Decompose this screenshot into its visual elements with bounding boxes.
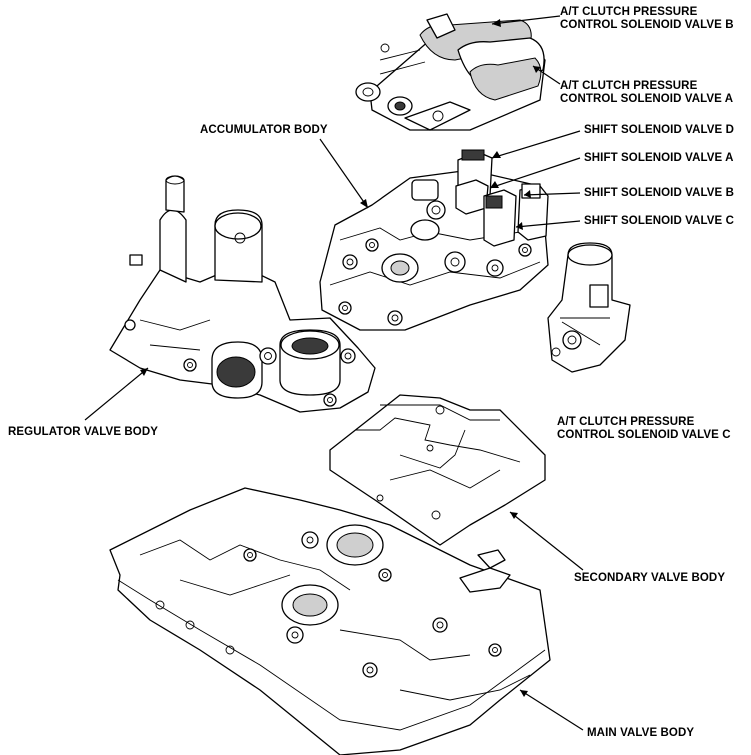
label-clutch-pressure-solenoid-c: A/T CLUTCH PRESSURE CONTROL SOLENOID VAL… bbox=[557, 416, 731, 442]
label-ccv-c-line1: A/T CLUTCH PRESSURE bbox=[557, 416, 695, 428]
label-ccv-b-line2: CONTROL SOLENOID VALVE B bbox=[560, 19, 734, 31]
label-accumulator-body: ACCUMULATOR BODY bbox=[200, 124, 328, 136]
label-shift-solenoid-d: SHIFT SOLENOID VALVE D bbox=[584, 124, 735, 136]
clutch-pressure-solenoid-ab bbox=[355, 13, 546, 131]
label-ccv-c-line2: CONTROL SOLENOID VALVE C bbox=[557, 429, 731, 441]
label-ccv-b-line1: A/T CLUTCH PRESSURE bbox=[560, 6, 698, 18]
regulator-valve-body-drawing bbox=[109, 175, 376, 413]
label-ccv-a-line1: A/T CLUTCH PRESSURE bbox=[560, 80, 698, 92]
leader-lines bbox=[84, 15, 584, 731]
label-shift-solenoid-b: SHIFT SOLENOID VALVE B bbox=[584, 187, 735, 199]
label-shift-solenoid-c: SHIFT SOLENOID VALVE C bbox=[584, 215, 735, 227]
accumulator-body-drawing bbox=[319, 149, 549, 331]
clutch-pressure-solenoid-c bbox=[547, 242, 631, 373]
label-clutch-pressure-solenoid-b: A/T CLUTCH PRESSURE CONTROL SOLENOID VAL… bbox=[560, 6, 734, 32]
leader-arrowheads bbox=[140, 19, 541, 697]
label-shift-solenoid-a: SHIFT SOLENOID VALVE A bbox=[584, 152, 734, 164]
label-secondary-valve-body: SECONDARY VALVE BODY bbox=[574, 572, 726, 584]
secondary-valve-body-drawing bbox=[329, 394, 546, 546]
label-regulator-valve-body: REGULATOR VALVE BODY bbox=[8, 426, 159, 438]
label-ccv-a-line2: CONTROL SOLENOID VALVE A bbox=[560, 93, 734, 105]
label-main-valve-body: MAIN VALVE BODY bbox=[587, 727, 695, 739]
label-clutch-pressure-solenoid-a: A/T CLUTCH PRESSURE CONTROL SOLENOID VAL… bbox=[560, 80, 733, 106]
main-valve-body-drawing bbox=[109, 487, 551, 755]
